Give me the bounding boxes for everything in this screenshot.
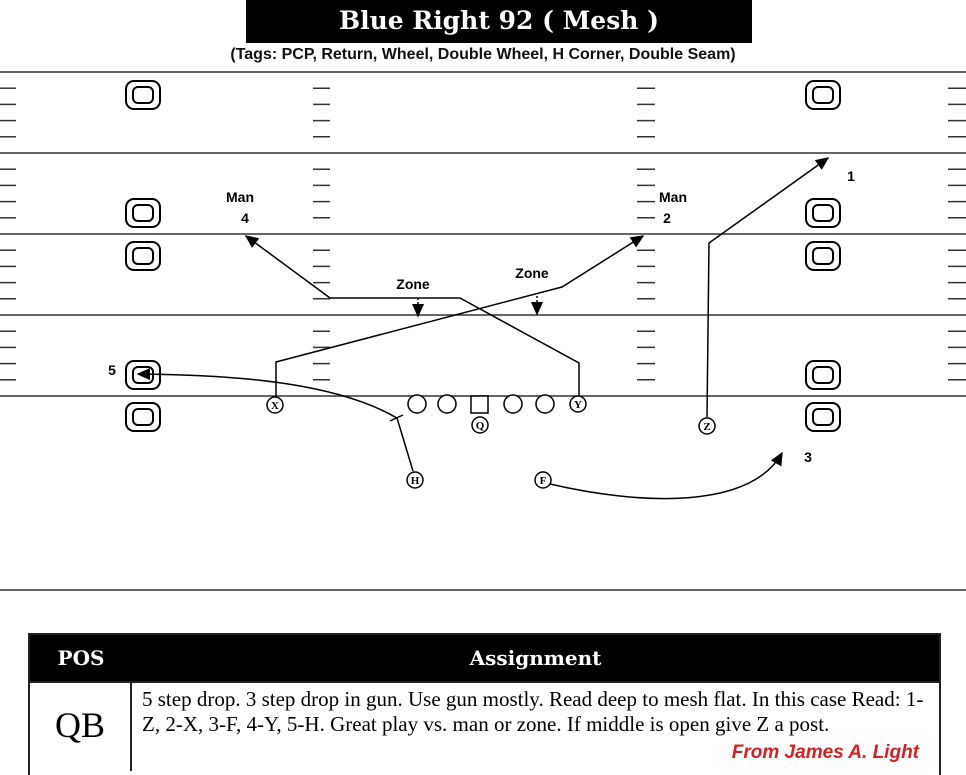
player-f: F xyxy=(534,471,552,489)
route-x xyxy=(275,235,645,396)
man-label-left: Man xyxy=(226,189,254,205)
assignment-text: 5 step drop. 3 step drop in gun. Use gun… xyxy=(142,687,924,736)
svg-text:Z: Z xyxy=(703,421,710,433)
header-pos: POS xyxy=(57,646,105,670)
yard-number-box xyxy=(805,241,841,271)
route-z xyxy=(706,157,830,418)
yard-number-box-inner xyxy=(132,408,154,426)
routes xyxy=(136,157,830,500)
read-5: 5 xyxy=(108,362,116,378)
read-3: 3 xyxy=(804,449,812,465)
read-1: 1 xyxy=(847,168,855,184)
zone-label-left: Zone xyxy=(396,276,430,292)
credit: From James A. Light xyxy=(731,742,919,763)
yard-number-box-inner xyxy=(132,86,154,104)
yard-number-box-inner xyxy=(812,86,834,104)
yard-number-box xyxy=(805,80,841,110)
player-x: X xyxy=(266,396,284,414)
yard-number-box xyxy=(125,241,161,271)
read-2: 2 xyxy=(663,210,671,226)
labels: Man 4 Man 2 Zone Zone 1 3 5 xyxy=(108,168,855,465)
field-lines xyxy=(0,71,966,591)
yard-number-box-inner xyxy=(132,204,154,222)
center xyxy=(470,395,489,414)
assignment-table: POS Assignment QB 5 step drop. 3 step dro… xyxy=(28,633,941,775)
man-label-right: Man xyxy=(659,189,687,205)
yard-number-box xyxy=(125,402,161,432)
player-q: Q xyxy=(471,416,489,434)
yard-number-box-inner xyxy=(132,247,154,265)
route-f xyxy=(549,451,783,500)
svg-text:X: X xyxy=(271,400,279,412)
header-assignment: Assignment xyxy=(469,646,602,670)
position-cell: QB xyxy=(30,683,132,771)
route-y xyxy=(244,235,580,395)
svg-text:H: H xyxy=(411,475,420,487)
player-h: H xyxy=(406,471,424,489)
svg-text:F: F xyxy=(540,475,547,487)
play-diagram: X Y Z Q H F Man 4 Man 2 Zone Zone 1 3 5 xyxy=(0,71,966,591)
skill-players: X Y Z Q H F xyxy=(266,395,716,489)
yard-number-box xyxy=(805,360,841,390)
player-y: Y xyxy=(569,395,587,413)
yard-number-box-inner xyxy=(812,204,834,222)
assignment-cell: 5 step drop. 3 step drop in gun. Use gun… xyxy=(132,683,939,771)
table-row: QB 5 step drop. 3 step drop in gun. Use … xyxy=(30,681,939,771)
yard-number-box xyxy=(125,198,161,228)
play-tags: (Tags: PCP, Return, Wheel, Double Wheel,… xyxy=(230,46,736,63)
player-z: Z xyxy=(698,417,716,435)
play-title: Blue Right 92 ( Mesh ) xyxy=(246,0,752,43)
yard-number-box-inner xyxy=(132,366,154,384)
zone-label-right: Zone xyxy=(515,265,549,281)
yard-number-box-inner xyxy=(812,247,834,265)
yard-number-box-inner xyxy=(812,366,834,384)
offensive-line xyxy=(407,394,555,414)
yard-number-box xyxy=(805,402,841,432)
yard-number-box xyxy=(125,80,161,110)
read-4: 4 xyxy=(241,210,249,226)
yard-number-box-inner xyxy=(812,408,834,426)
yard-number-boxes xyxy=(125,80,841,432)
yard-number-box xyxy=(125,360,161,390)
yard-number-box xyxy=(805,198,841,228)
svg-text:Y: Y xyxy=(574,399,582,411)
svg-text:Q: Q xyxy=(476,420,485,432)
route-h xyxy=(136,368,414,472)
